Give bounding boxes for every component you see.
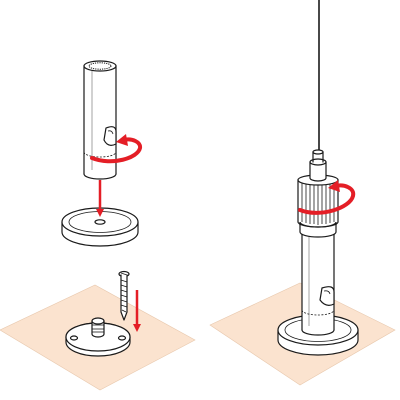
rotation-arrow-icon [298, 183, 356, 215]
cap-center-hole [94, 219, 106, 225]
rotation-arrow-icon [90, 137, 143, 164]
left-assembly-panel [0, 60, 196, 391]
rotation-arrow-head [328, 180, 340, 192]
base-plate [65, 317, 131, 357]
sleeve-slot [319, 286, 335, 306]
sleeve-threaded-bore [88, 62, 112, 70]
base-plate-screw-hole [69, 335, 79, 341]
right-assembly-panel [209, 0, 396, 386]
gripper-sleeve-body [301, 231, 335, 336]
threaded-stud [91, 317, 105, 338]
base-plate-screw-hole [117, 335, 127, 341]
mounting-cap [61, 207, 139, 247]
sleeve-slot [103, 126, 117, 146]
rotation-arrow-head [116, 134, 128, 146]
cable-entry-cone [309, 149, 327, 182]
screw-icon [118, 270, 130, 321]
knurled-grip-head [297, 174, 339, 228]
threaded-sleeve [83, 60, 117, 180]
